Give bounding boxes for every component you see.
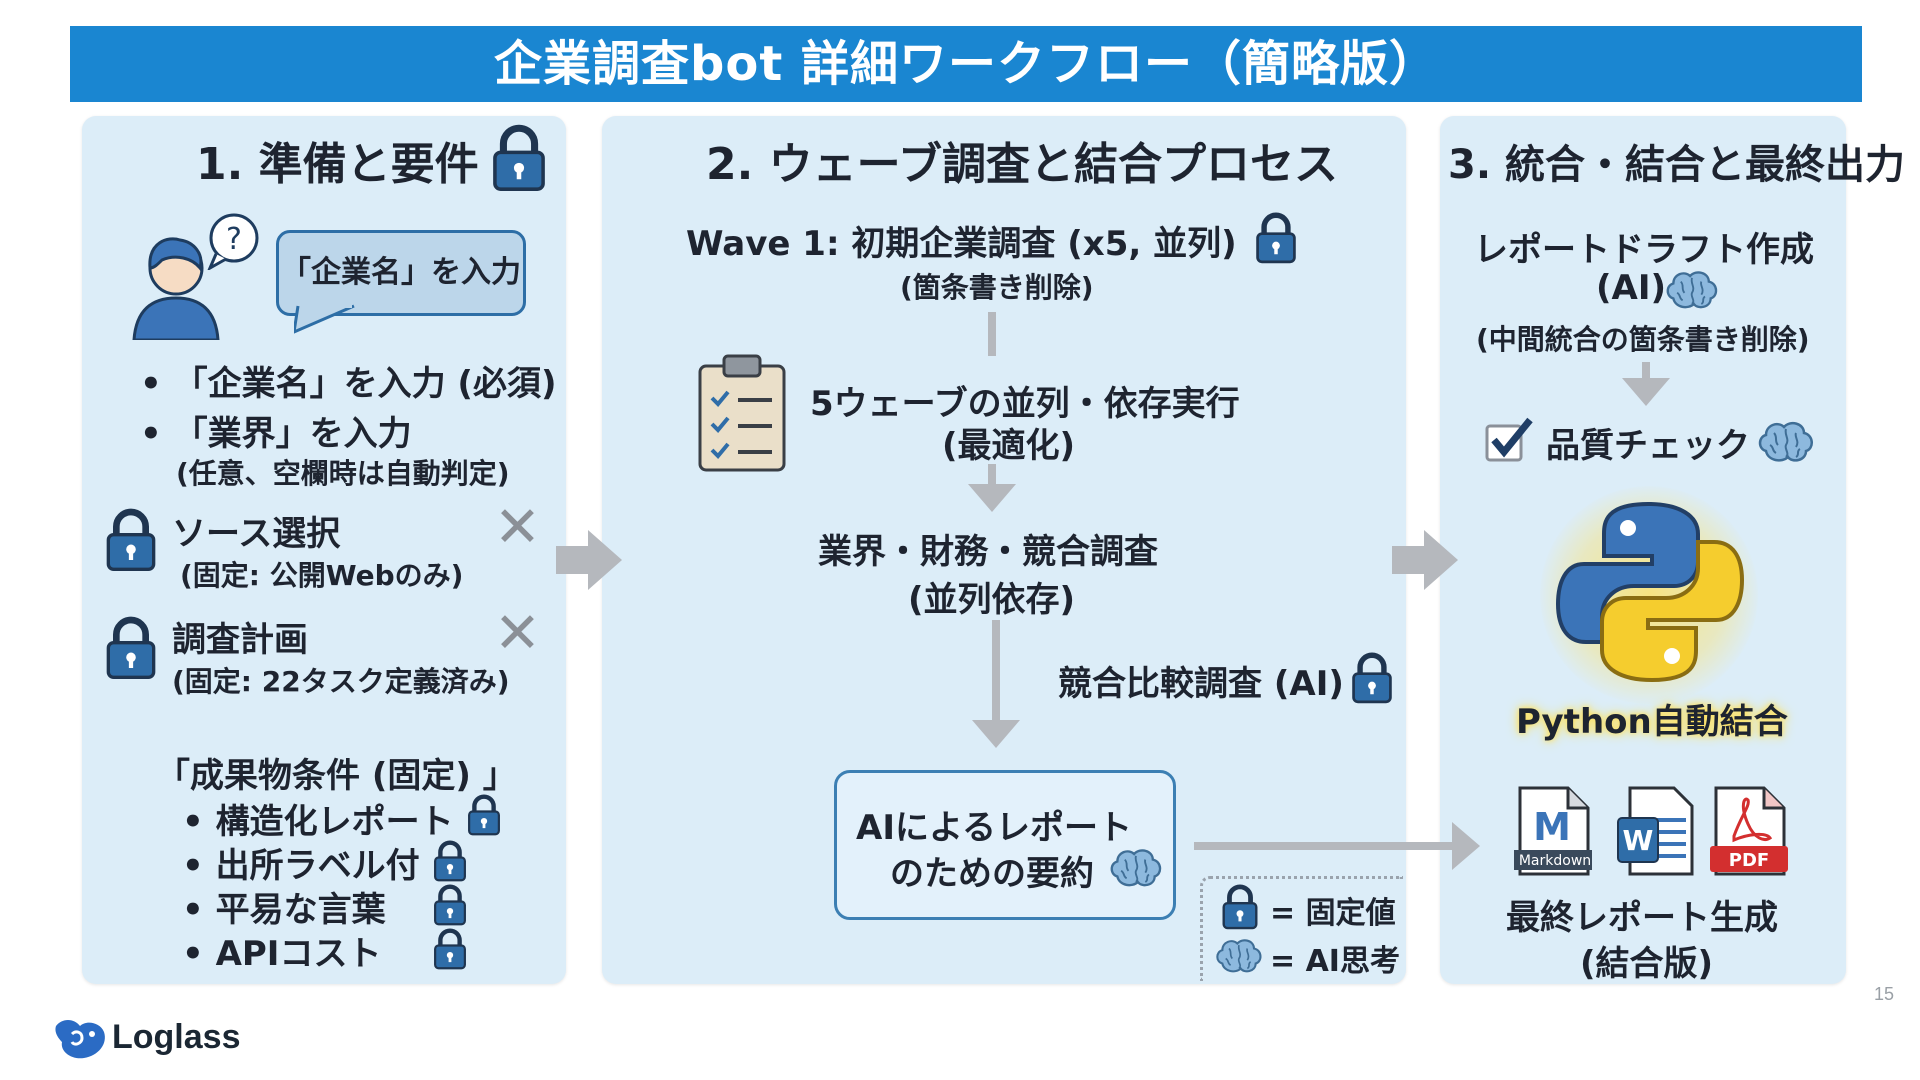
ai-summary-line1: AIによるレポート	[856, 808, 1132, 848]
parallel-execution: 5ウェーブの並列・依存実行	[810, 384, 1240, 424]
loglass-logo-text: Loglass	[112, 1018, 241, 1056]
lock-icon	[432, 884, 468, 926]
arrow-head	[1424, 530, 1458, 590]
research-plan-title: 調査計画	[172, 620, 308, 660]
user-icon	[132, 237, 220, 340]
draft-title: レポートドラフト作成	[1474, 230, 1814, 270]
panel1-heading: 1. 準備と要件	[196, 139, 479, 190]
arrow-head	[1452, 822, 1480, 870]
lock-icon	[1350, 652, 1394, 704]
deliverable-item: • 構造化レポート	[182, 802, 454, 842]
legend-fixed-value: = 固定値	[1270, 896, 1396, 931]
loglass-logo-icon	[55, 1020, 105, 1059]
connector-line	[988, 464, 996, 488]
industry-research: 業界・財務・競合調査	[818, 532, 1158, 572]
brain-icon	[1108, 846, 1164, 890]
bullet-industry-note: (任意、空欄時は自動判定)	[176, 457, 510, 490]
svg-text:?: ?	[226, 222, 242, 257]
deliverable-item: • 出所ラベル付	[182, 846, 420, 886]
markdown-file-icon: M Markdown	[1514, 786, 1592, 876]
python-logo	[1555, 501, 1745, 683]
lock-icon	[432, 928, 468, 970]
brain-icon	[1214, 936, 1264, 976]
final-report-title: 最終レポート生成	[1506, 898, 1778, 938]
svg-text:W: W	[1623, 824, 1654, 857]
deliverable-item: • APIコスト	[182, 934, 382, 974]
svg-text:PDF: PDF	[1729, 850, 1769, 871]
arrow-head	[588, 530, 622, 590]
brain-icon	[1756, 418, 1816, 466]
word-file-icon: W	[1617, 786, 1694, 876]
competitor-comparison: 競合比較調査 (AI)	[1058, 664, 1344, 704]
source-selection-title: ソース選択	[172, 514, 341, 554]
bubble-text: 「企業名」を入力	[281, 255, 521, 290]
bullet-company-name: • 「企業名」を入力 (必須)	[140, 364, 557, 404]
svg-text:Markdown: Markdown	[1519, 853, 1591, 869]
quality-check: 品質チェック	[1546, 426, 1750, 466]
input-speech-bubble: 「企業名」を入力	[276, 230, 526, 316]
legend	[1200, 876, 1403, 981]
lock-icon	[104, 616, 158, 680]
x-mark-icon: ✕	[494, 601, 541, 666]
clipboard-icon	[698, 354, 786, 472]
parallel-execution-note: (最適化)	[942, 426, 1076, 466]
x-mark-icon: ✕	[494, 495, 541, 560]
question-icon: ?	[207, 213, 259, 270]
draft-ai: (AI)	[1596, 268, 1667, 308]
ai-summary-line2: のための要約	[890, 854, 1094, 894]
connector-line	[1642, 362, 1650, 380]
panel2-heading: 2. ウェーブ調査と結合プロセス	[706, 139, 1339, 190]
research-plan-note: (固定: 22タスク定義済み)	[172, 665, 510, 698]
title-bar: 企業調査bot 詳細ワークフロー（簡略版）	[70, 26, 1862, 102]
pdf-file-icon: PDF	[1710, 786, 1788, 876]
final-report-note: (結合版)	[1580, 944, 1714, 984]
arrow-icon	[972, 720, 1020, 748]
connector-line	[988, 312, 996, 356]
wave1-note: (箇条書き削除)	[900, 271, 1094, 304]
industry-research-note: (並列依存)	[908, 580, 1076, 620]
lock-icon	[1220, 884, 1260, 930]
lock-icon	[1254, 212, 1298, 264]
page-title: 企業調査bot 詳細ワークフロー（簡略版）	[494, 36, 1438, 92]
connector-line	[992, 620, 1000, 722]
bubble-tail	[294, 304, 355, 334]
arrow-icon	[1622, 378, 1670, 406]
ai-summary-box	[834, 770, 1176, 920]
wave1-title: Wave 1: 初期企業調査 (x5, 並列)	[686, 224, 1237, 264]
lock-icon	[432, 840, 468, 882]
lock-icon	[466, 794, 502, 836]
python-auto-merge: Python自動結合	[1516, 702, 1788, 742]
panel3-heading: 3. 統合・結合と最終出力	[1448, 142, 1905, 188]
lock-icon	[104, 508, 158, 572]
svg-text:M: M	[1533, 805, 1571, 849]
page-number: 15	[1874, 984, 1895, 1004]
brain-icon	[1664, 268, 1720, 312]
arrow-icon	[968, 484, 1016, 512]
draft-note: (中間統合の箇条書き削除)	[1476, 323, 1810, 356]
arrow-icon	[1392, 546, 1426, 574]
legend-ai-thinking: = AI思考	[1270, 944, 1400, 979]
lock-icon	[490, 124, 548, 192]
bullet-industry: • 「業界」を入力	[140, 414, 412, 454]
arrow-icon	[1194, 842, 1454, 850]
deliverables-title: 「成果物条件 (固定) 」	[156, 756, 517, 796]
arrow-icon	[556, 546, 590, 574]
checkbox-icon	[1485, 417, 1533, 462]
source-selection-note: (固定: 公開Webのみ)	[180, 559, 464, 592]
deliverable-item: • 平易な言葉	[182, 890, 386, 930]
